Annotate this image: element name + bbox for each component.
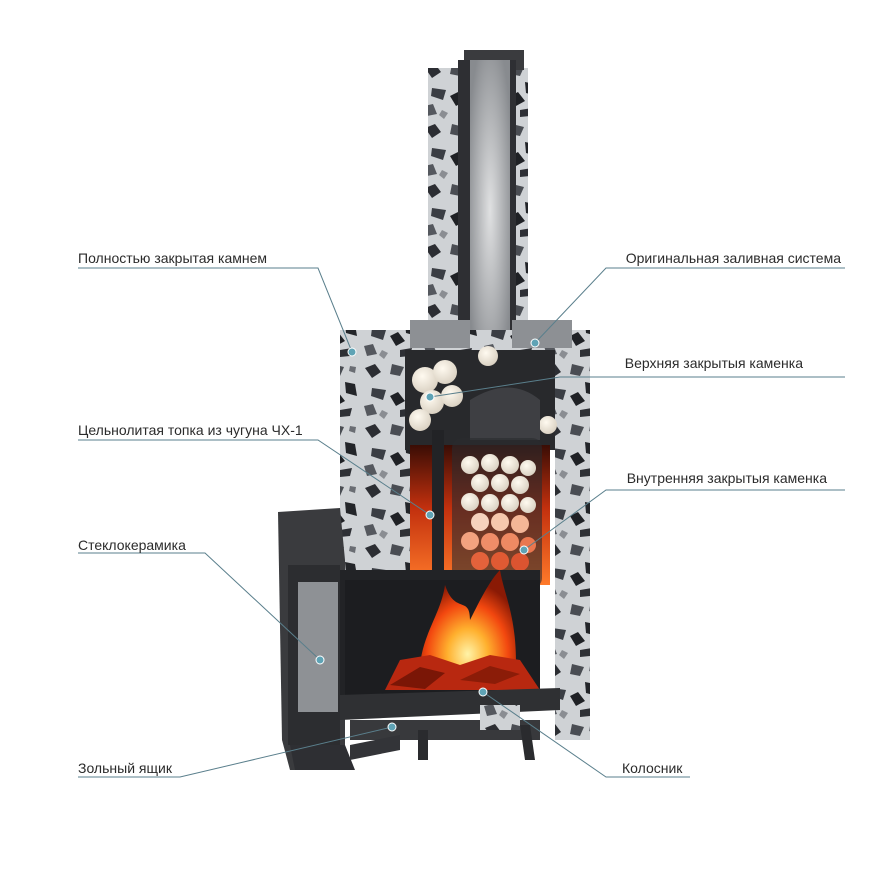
label-fully-covered: Полностью закрытая камнем [78, 250, 267, 266]
grate-and-base [290, 688, 560, 770]
label-cast-firebox: Цельнолитая топка из чугуна ЧХ-1 [78, 422, 303, 438]
label-upper-heater: Верхняя закрытыя каменка [624, 355, 803, 371]
label-inner-heater: Внутренняя закрытыя каменка [626, 470, 827, 486]
inner-heater-stones [461, 454, 536, 571]
leader-glass-ceramic [78, 552, 321, 661]
leader-inner-heater [523, 489, 845, 551]
leader-pour-system [534, 267, 845, 344]
leader-upper-heater [429, 376, 845, 398]
stone-casing [340, 320, 590, 740]
label-pour-system: Оригинальная заливная система [625, 250, 841, 266]
label-glass-ceramic: Стеклокерамика [78, 537, 186, 553]
fire [345, 570, 540, 695]
label-ash-box: Зольный ящик [78, 760, 172, 776]
leader-fully-covered [78, 267, 353, 353]
leader-ash-box [78, 726, 393, 778]
cast-iron-firebox [410, 430, 550, 588]
leader-lines [78, 267, 845, 778]
leader-cast-firebox [78, 439, 431, 516]
leader-grate [482, 691, 690, 778]
glass-ceramic-panel [298, 582, 338, 712]
label-grate: Колосник [622, 760, 683, 776]
leader-dots [315, 338, 540, 732]
ash-box [350, 735, 400, 760]
chimney [428, 50, 528, 360]
